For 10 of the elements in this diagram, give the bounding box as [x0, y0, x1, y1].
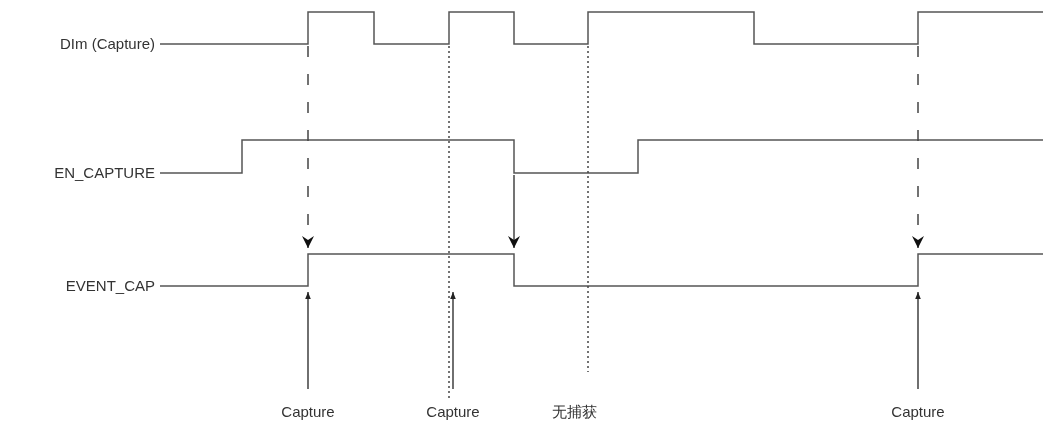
- event-label: Capture: [281, 403, 335, 421]
- arrow: [305, 291, 311, 390]
- arrow: [450, 291, 456, 390]
- signal-label: EN_CAPTURE: [54, 164, 155, 182]
- event-label: 无捕获: [551, 403, 597, 421]
- event-label: Capture: [891, 403, 945, 421]
- signal-label: DIm (Capture): [59, 35, 155, 53]
- event-label: Capture: [426, 403, 480, 421]
- signal-label: EVENT_CAP: [65, 277, 155, 295]
- arrow: [915, 291, 921, 390]
